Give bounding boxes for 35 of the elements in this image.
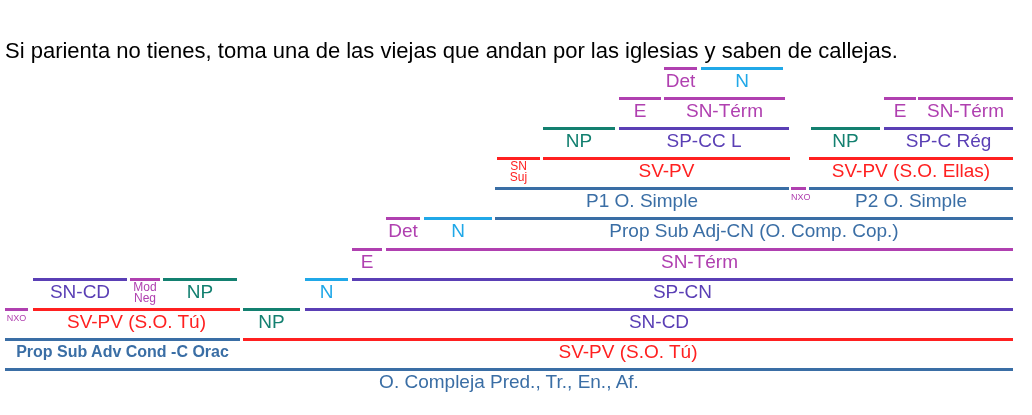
constituent-label: Det xyxy=(388,221,418,240)
constituent-label: NXO xyxy=(791,193,811,202)
constituent-label: SN Suj xyxy=(508,161,529,184)
constituent-label: SN-Térm xyxy=(685,101,764,120)
constituent-label: N xyxy=(451,221,465,240)
constituent-label: P2 O. Simple xyxy=(855,191,967,210)
constituent-label: Mod Neg xyxy=(132,282,158,305)
constituent-label: SV-PV (S.O. Tú) xyxy=(67,312,206,331)
constituent-label: N xyxy=(735,71,749,90)
constituent-label: NP xyxy=(258,312,285,331)
constituent-label: NP xyxy=(565,131,593,150)
constituent-label: E xyxy=(633,101,647,120)
constituent-label: N xyxy=(319,282,334,301)
constituent-bar xyxy=(497,157,540,185)
constituent-label: E xyxy=(893,101,907,120)
constituent-label: NXO xyxy=(6,314,27,323)
constituent-label: SV-PV (S.O. Tú) xyxy=(558,342,698,361)
constituent-label: NP xyxy=(186,282,214,301)
constituent-label: Prop Sub Adj-CN (O. Comp. Cop.) xyxy=(609,221,899,240)
constituent-label: SN-CD xyxy=(49,282,111,301)
constituent-label: P1 O. Simple xyxy=(586,191,698,210)
constituent-label: Det xyxy=(665,71,696,90)
constituent-label: Prop Sub Adv Cond -C Orac xyxy=(16,344,229,360)
constituent-label: SV-PV xyxy=(638,161,695,180)
constituent-label: O. Compleja Pred., Tr., En., Af. xyxy=(379,372,639,391)
constituent-label: SN-Térm xyxy=(660,252,739,271)
constituent-label: E xyxy=(360,252,374,271)
constituent-label: SN-CD xyxy=(628,312,690,331)
constituent-label: SP-CC L xyxy=(666,131,742,150)
constituent-label: SV-PV (S.O. Ellas) xyxy=(831,161,991,180)
constituent-label: NP xyxy=(832,131,859,150)
constituent-label: SN-Térm xyxy=(926,101,1005,120)
sentence-title: Si parienta no tienes, toma una de las viejas que andan por las iglesias y saben de callejas. xyxy=(5,38,898,64)
constituent-label: SP-C Rég xyxy=(905,131,992,150)
constituent-label: SP-CN xyxy=(652,282,713,301)
